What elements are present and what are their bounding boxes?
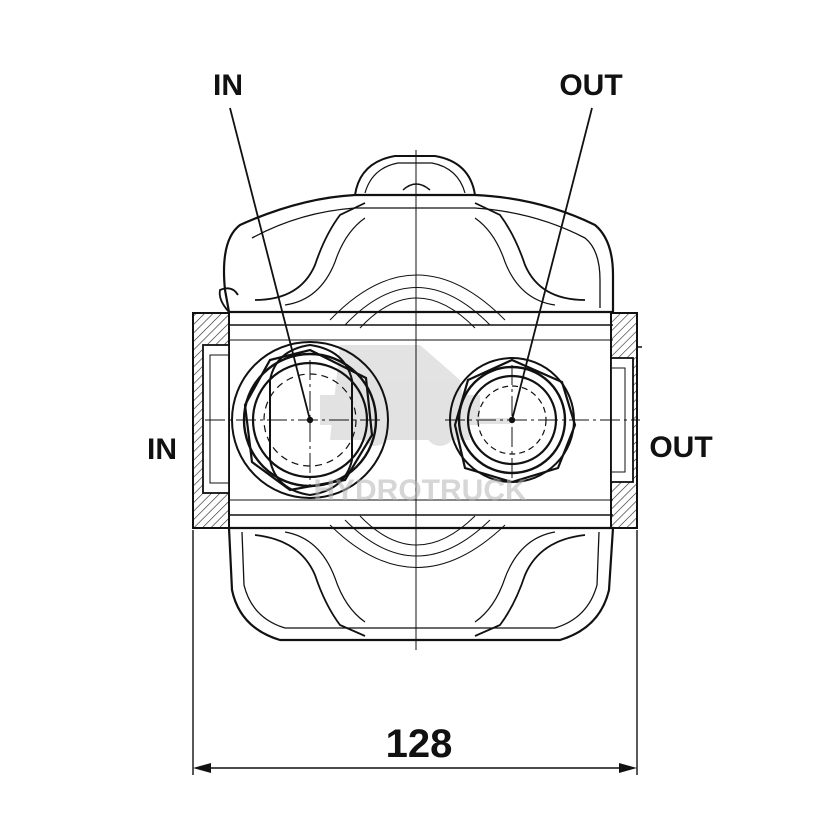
top-boss bbox=[354, 155, 476, 196]
width-dimension-value: 128 bbox=[386, 722, 453, 766]
watermark-text: HYDROTRUCK bbox=[313, 474, 527, 507]
inlet-leader-line bbox=[229, 107, 311, 421]
side-inlet-label: IN bbox=[147, 433, 177, 466]
pump-housing bbox=[218, 193, 615, 642]
top-inlet-label: IN bbox=[213, 69, 243, 102]
outlet-center-dot bbox=[508, 416, 516, 424]
watermark-logo bbox=[320, 345, 510, 446]
side-outlet-label: OUT bbox=[649, 431, 712, 464]
top-outlet-label: OUT bbox=[559, 69, 622, 102]
outlet-leader-line bbox=[511, 107, 593, 421]
width-dimension bbox=[192, 530, 638, 775]
